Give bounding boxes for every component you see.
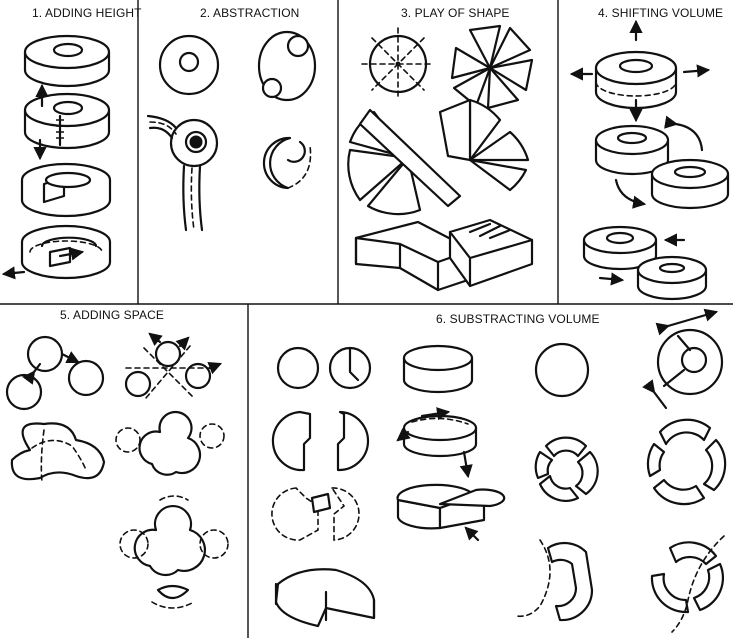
substracting-volume-sketch (271, 308, 727, 633)
panel-title-play-of-shape: 3. PLAY OF SHAPE (401, 6, 510, 20)
panel-title-shifting-volume: 4. SHIFTING VOLUME (598, 6, 724, 20)
play-of-shape-sketch (347, 24, 534, 292)
panel-title-abstraction: 2. ABSTRACTION (200, 6, 300, 20)
panel-title-substracting-volume: 6. SUBSTRACTING VOLUME (436, 312, 600, 326)
adding-height-sketch (1, 34, 112, 280)
panel-title-adding-height: 1. ADDING HEIGHT (32, 6, 142, 20)
abstraction-sketch (146, 30, 317, 232)
adding-space-sketch (5, 332, 229, 609)
panel-title-adding-space: 5. ADDING SPACE (60, 308, 164, 322)
shifting-volume-sketch (569, 19, 730, 301)
